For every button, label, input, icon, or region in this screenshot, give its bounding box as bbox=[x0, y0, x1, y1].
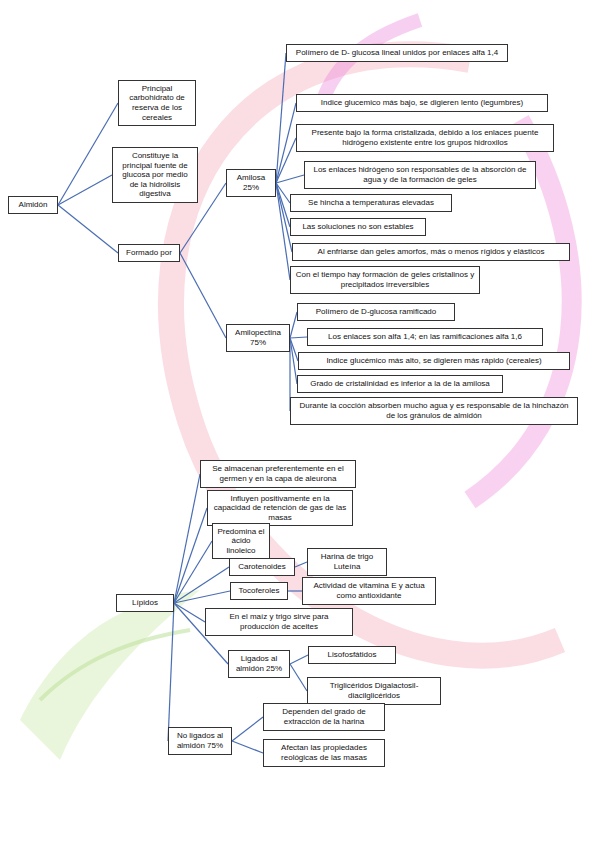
box-text: Ligados al almidón 25% bbox=[233, 654, 285, 673]
box-text: Principal carbohidrato de reserva de los… bbox=[123, 84, 191, 122]
branch-line bbox=[295, 562, 307, 567]
box-text: Constituye la principal fuente de glucos… bbox=[117, 151, 193, 199]
box-text: Los enlaces hidrógeno son responsables d… bbox=[309, 165, 531, 184]
concept-box: Los enlaces hidrógeno son responsables d… bbox=[304, 161, 536, 188]
concept-box: Carotenoides bbox=[229, 558, 295, 576]
branch-line bbox=[168, 603, 174, 741]
box-text: Formado por bbox=[123, 248, 175, 258]
box-text: Actividad de vitamina E y actua como ant… bbox=[307, 581, 431, 600]
branch-line bbox=[58, 103, 118, 205]
concept-box: No ligados al almidón 75% bbox=[168, 727, 232, 754]
concept-box: Principal carbohidrato de reserva de los… bbox=[118, 80, 196, 126]
branch-line bbox=[288, 590, 302, 591]
box-text: Carotenoides bbox=[234, 562, 290, 572]
box-text: Amilopectina 75% bbox=[231, 328, 285, 347]
box-text: Dependen del grado de extracción de la h… bbox=[268, 707, 380, 726]
box-text: Amilosa 25% bbox=[231, 173, 271, 192]
concept-box: Polímero de D- glucosa lineal unidos por… bbox=[286, 44, 508, 62]
box-text: Polímero de D- glucosa lineal unidos por… bbox=[291, 48, 503, 58]
box-text: Harina de trigo Luteína bbox=[312, 552, 382, 571]
concept-box: Amilopectina 75% bbox=[226, 324, 290, 351]
concept-box: Ligados al almidón 25% bbox=[228, 650, 290, 677]
branch-line bbox=[58, 205, 118, 253]
concept-box: Triglicéridos Digalactosil-diacilglicéri… bbox=[307, 677, 441, 704]
concept-box: Se almacenan preferentemente en el germe… bbox=[200, 460, 356, 487]
branch-line bbox=[290, 664, 307, 691]
branch-line bbox=[276, 138, 296, 183]
box-text: Polímero de D-glucosa ramificado bbox=[302, 307, 450, 317]
concept-box: Formado por bbox=[118, 244, 180, 262]
box-text: Con el tiempo hay formación de geles cri… bbox=[295, 270, 475, 289]
watermark-leaf bbox=[40, 630, 190, 700]
box-text: Predomina el ácido linoleico bbox=[217, 527, 265, 556]
concept-box: Presente bajo la forma cristalizada, deb… bbox=[296, 124, 554, 151]
concept-box: Durante la cocción absorben mucho agua y… bbox=[290, 397, 578, 424]
branch-line bbox=[276, 103, 296, 183]
concept-box: Los enlaces son alfa 1,4; en las ramific… bbox=[307, 328, 543, 346]
box-text: Indice glucemico más bajo, se digieren l… bbox=[301, 98, 543, 108]
branch-line bbox=[290, 338, 297, 384]
concept-box: Tocoferoles bbox=[230, 582, 288, 600]
branch-line bbox=[290, 337, 307, 338]
box-text: No ligados al almidón 75% bbox=[173, 731, 227, 750]
box-text: Las soluciones no son estables bbox=[295, 222, 421, 232]
box-text: Indice glucémico más alto, se digieren m… bbox=[303, 356, 565, 366]
concept-box: En el maíz y trigo sirve para producción… bbox=[205, 608, 353, 635]
concept-box: Con el tiempo hay formación de geles cri… bbox=[290, 266, 480, 293]
concept-box: Lípidos bbox=[116, 594, 174, 612]
concept-box: Dependen del grado de extracción de la h… bbox=[263, 703, 385, 730]
branch-line bbox=[276, 183, 290, 280]
branch-line bbox=[232, 741, 263, 753]
box-text: Grado de cristalinidad es inferior a la … bbox=[302, 379, 498, 389]
branch-line bbox=[174, 603, 205, 622]
concept-box: Afectan las propiedades reológicas de la… bbox=[263, 739, 385, 766]
box-text: Se hincha a temperaturas elevadas bbox=[295, 198, 447, 208]
concept-box: Al enfriarse dan geles amorfos, más o me… bbox=[292, 243, 570, 261]
concept-box: Polímero de D-glucosa ramificado bbox=[297, 303, 455, 321]
concept-box: Influyen positivamente en la capacidad d… bbox=[207, 490, 353, 527]
box-text: Durante la cocción absorben mucho agua y… bbox=[295, 401, 573, 420]
branch-line bbox=[58, 175, 112, 205]
branch-line bbox=[174, 508, 207, 603]
box-text: En el maíz y trigo sirve para producción… bbox=[210, 612, 348, 631]
box-text: Afectan las propiedades reológicas de la… bbox=[268, 743, 380, 762]
branch-line bbox=[174, 567, 229, 603]
box-text: Lípidos bbox=[121, 598, 169, 608]
box-text: Almidón bbox=[13, 200, 53, 210]
branch-line bbox=[174, 541, 212, 603]
concept-box: Harina de trigo Luteína bbox=[307, 548, 387, 575]
branch-line bbox=[290, 655, 308, 664]
concept-box: Predomina el ácido linoleico bbox=[212, 523, 270, 560]
box-text: Al enfriarse dan geles amorfos, más o me… bbox=[297, 247, 565, 257]
branch-line bbox=[232, 717, 263, 741]
box-text: Se almacenan preferentemente en el germe… bbox=[205, 464, 351, 483]
box-text: Lisofosfátidos bbox=[313, 650, 391, 660]
box-text: Los enlaces son alfa 1,4; en las ramific… bbox=[312, 332, 538, 342]
box-text: Triglicéridos Digalactosil-diacilglicéri… bbox=[312, 681, 436, 700]
box-text: Presente bajo la forma cristalizada, deb… bbox=[301, 128, 549, 147]
concept-box: Se hincha a temperaturas elevadas bbox=[290, 194, 452, 212]
branch-line bbox=[180, 253, 226, 338]
branch-line bbox=[290, 312, 297, 338]
concept-box: Indice glucemico más bajo, se digieren l… bbox=[296, 94, 548, 112]
box-text: Tocoferoles bbox=[235, 586, 283, 596]
concept-box: Lisofosfátidos bbox=[308, 646, 396, 664]
box-text: Influyen positivamente en la capacidad d… bbox=[212, 494, 348, 523]
concept-box: Indice glucémico más alto, se digieren m… bbox=[298, 352, 570, 370]
concept-box: Amilosa 25% bbox=[226, 169, 276, 196]
concept-box: Actividad de vitamina E y actua como ant… bbox=[302, 577, 436, 604]
concept-box: Almidón bbox=[8, 196, 58, 214]
branch-line bbox=[174, 591, 230, 603]
concept-box: Grado de cristalinidad es inferior a la … bbox=[297, 375, 503, 393]
branch-line bbox=[276, 175, 304, 183]
concept-box: Las soluciones no son estables bbox=[290, 218, 426, 236]
concept-box: Constituye la principal fuente de glucos… bbox=[112, 147, 198, 203]
